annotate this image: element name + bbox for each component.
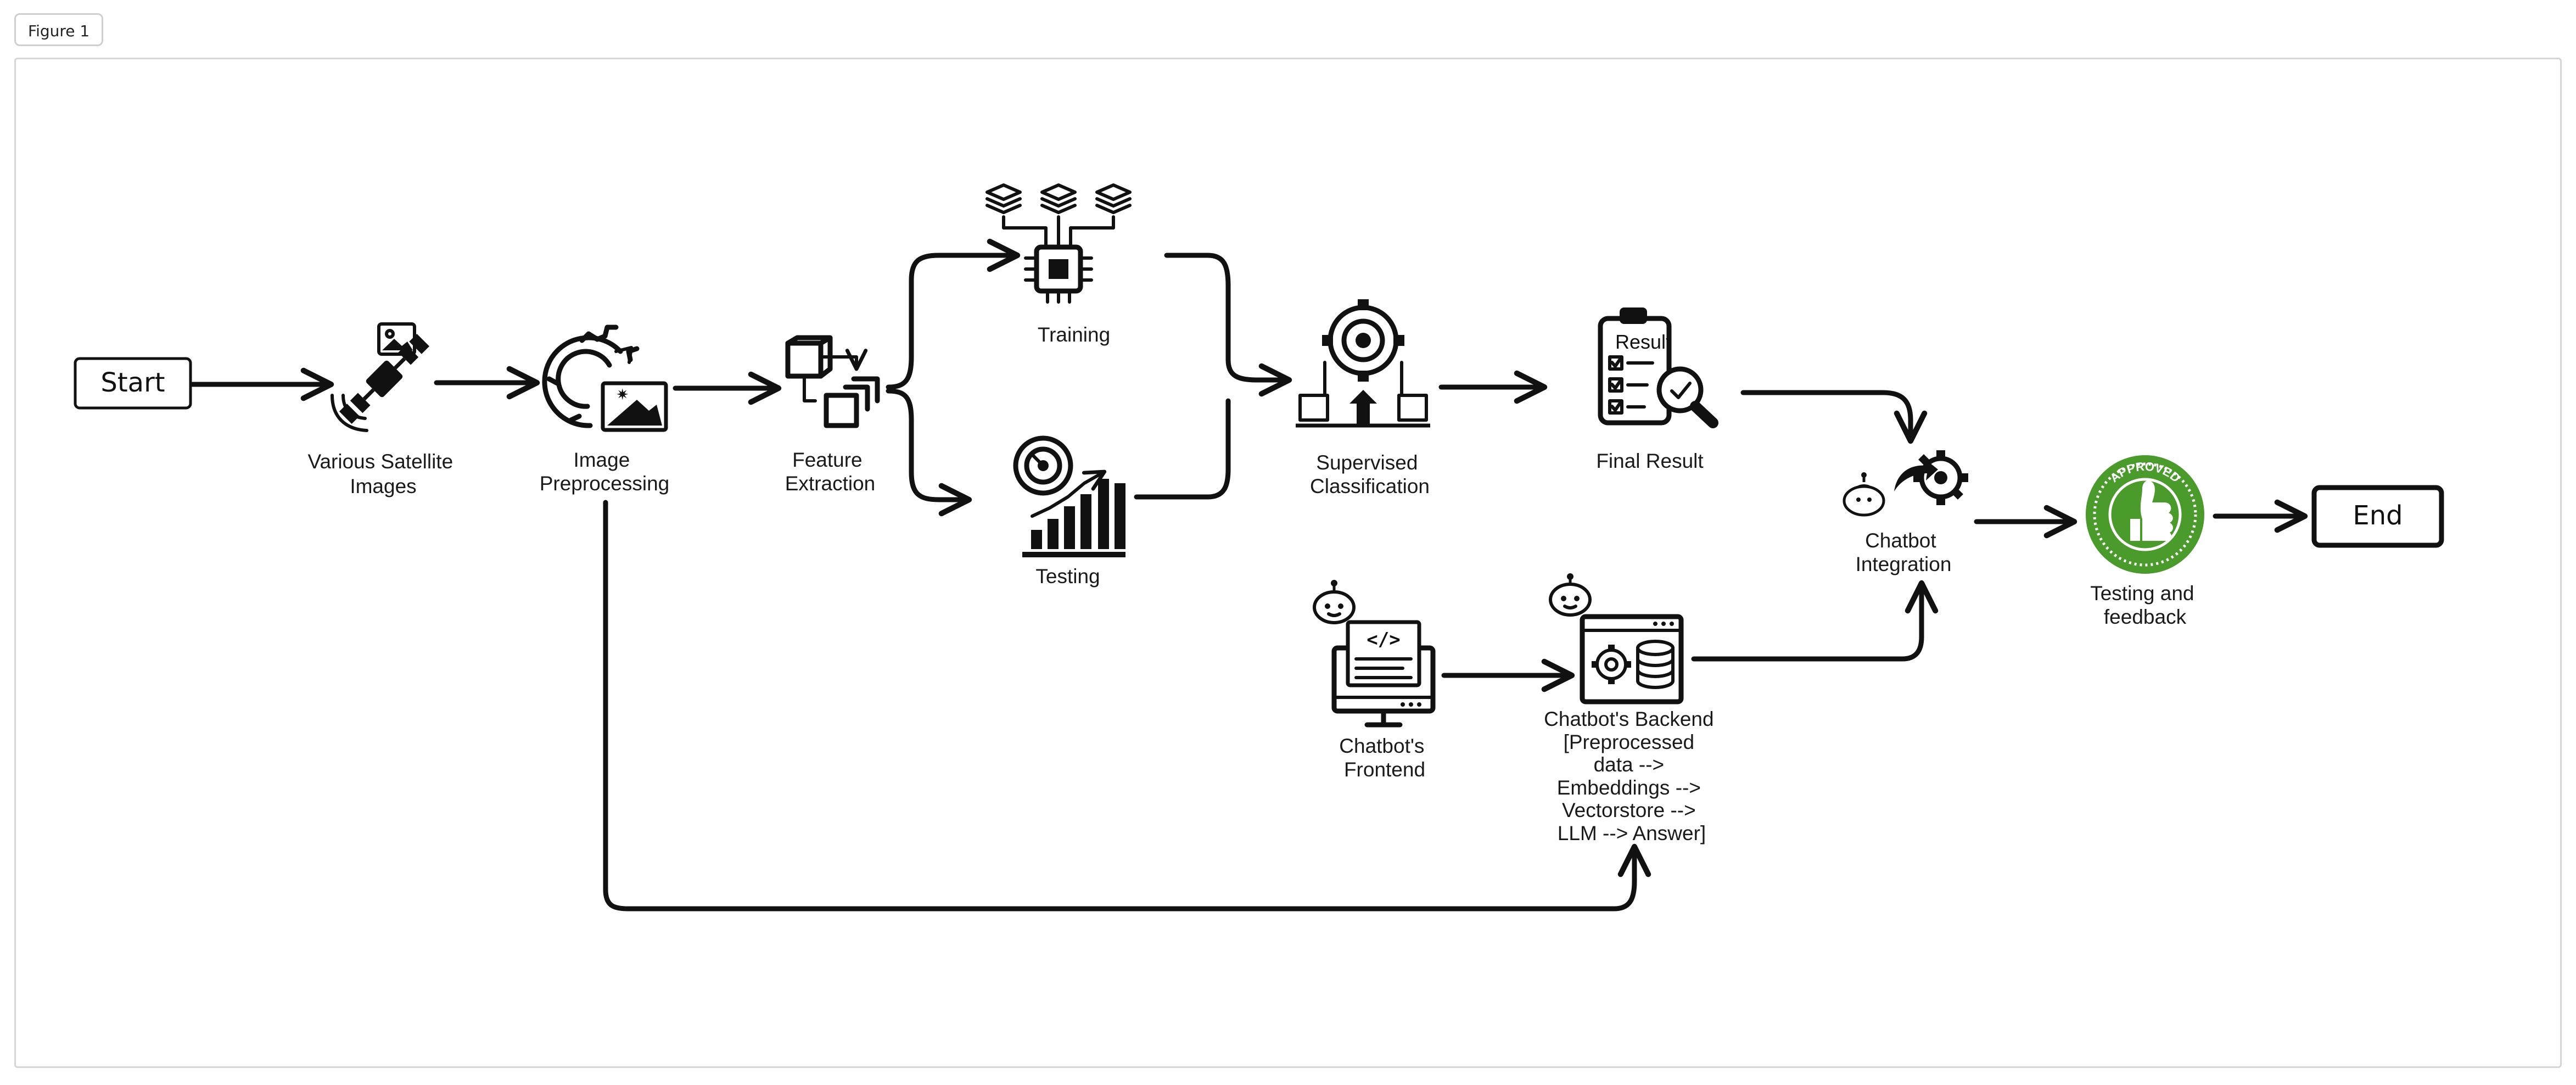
frontend-label: Chatbot's Frontend — [1339, 735, 1430, 781]
figure-tab[interactable]: Figure 1 — [14, 13, 104, 46]
svg-text:</>: </> — [1367, 629, 1400, 651]
end-label: End — [2353, 500, 2403, 531]
final-result-label: Final Result — [1596, 450, 1704, 472]
backend-node: Chatbot's Backend [Preprocessed data -->… — [1544, 573, 1720, 844]
arrow-training-classification — [1164, 253, 1292, 397]
gear-target-icon — [1296, 299, 1430, 428]
arrow-final-integration — [1740, 390, 1928, 444]
start-label: Start — [100, 367, 165, 398]
satellite-label: Various Satellite Images — [308, 450, 459, 497]
chip-layers-icon — [985, 183, 1132, 304]
classification-node: Supervised Classification — [1296, 299, 1430, 497]
start-node[interactable]: Start — [74, 357, 192, 410]
preprocessing-node: ✷ Image Preprocessing — [540, 325, 670, 495]
line-testing-merge — [1134, 398, 1231, 500]
backend-label: Chatbot's Backend [Preprocessed data -->… — [1544, 708, 1720, 844]
start-box[interactable] — [74, 357, 192, 410]
gear-image-icon: ✷ — [542, 325, 668, 432]
chatbot-integration-node: Chatbot Integration — [1843, 450, 1968, 575]
arrow-preprocessing-backend — [603, 500, 1651, 911]
image-icon — [377, 322, 416, 356]
robot-server-database-icon — [1549, 573, 1684, 704]
svg-text:✷: ✷ — [616, 385, 629, 404]
result-badge-text: Result — [1615, 331, 1671, 353]
satellite-icon — [331, 333, 430, 432]
feature-label: Feature Extraction — [785, 449, 876, 495]
arrow-feature-training — [886, 238, 1021, 390]
target-chart-icon — [1013, 435, 1125, 557]
classification-label: Supervised Classification — [1310, 451, 1430, 497]
robot-gear-icon — [1843, 450, 1968, 517]
end-box[interactable] — [2311, 485, 2444, 548]
testing-feedback-node: APPROVED Testing and feedback — [2086, 455, 2204, 628]
robot-monitor-code-icon: </> — [1313, 580, 1436, 728]
approved-stamp-icon: APPROVED — [2086, 455, 2204, 574]
arrow-backend-integration — [1691, 580, 1939, 662]
testing-label: Testing — [1035, 565, 1100, 588]
satellite-node: Various Satellite Images — [308, 322, 459, 497]
training-node: Training — [985, 183, 1132, 346]
testing-node: Testing — [1013, 435, 1125, 588]
feature-node: Feature Extraction — [785, 335, 880, 495]
result-clipboard-icon: Result — [1598, 307, 1718, 428]
connectors — [189, 238, 2308, 911]
preprocessing-label: Image Preprocessing — [540, 449, 670, 495]
training-label: Training — [1038, 323, 1110, 346]
arrow-feature-testing — [886, 388, 972, 517]
testing-feedback-label: Testing and feedback — [2090, 582, 2200, 628]
chatbot-integration-label: Chatbot Integration — [1856, 529, 1952, 575]
feature-extraction-icon — [785, 335, 880, 428]
final-result-node: Result Final Result — [1596, 307, 1718, 472]
end-node[interactable]: End — [2311, 485, 2444, 548]
frontend-node: </> Chatbot's Frontend — [1313, 580, 1436, 781]
